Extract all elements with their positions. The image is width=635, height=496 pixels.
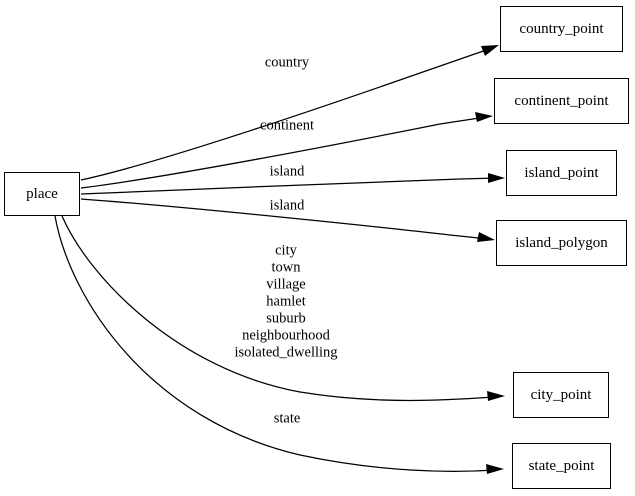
edge-label-place-country_point: country [264,54,310,71]
edge-line-place-continent_point [80,116,487,189]
node-city_point[interactable]: city_point [513,372,609,418]
edge-line-place-island_polygon [80,198,489,240]
edge-label-place-island_point: island [269,163,305,180]
arrowhead-icon-place-state_point [486,464,504,474]
edge-place-city_point [61,215,505,402]
node-place[interactable]: place [4,172,80,216]
edge-line-place-state_point [54,215,496,472]
arrowhead-icon-place-city_point [487,391,505,401]
arrowhead-icon-place-continent_point [475,112,493,122]
edge-label-place-continent_point: continent [260,117,314,134]
node-label-continent_point: continent_point [514,92,609,109]
edge-place-island_polygon [80,198,495,242]
edge-place-state_point [54,215,504,474]
arrowhead-icon-place-country_point [481,45,499,56]
node-state_point[interactable]: state_point [512,443,611,489]
node-label-country_point: country_point [519,20,604,37]
node-label-state_point: state_point [528,457,595,474]
node-label-island_point: island_point [524,164,599,181]
arrowhead-icon-place-island_point [488,173,505,183]
edge-label-place-city_point: city town village hamlet suburb neighbou… [234,242,338,361]
edge-line-place-island_point [80,177,499,195]
edge-place-continent_point [80,112,493,189]
edge-label-place-state_point: state [273,410,301,427]
node-label-city_point: city_point [530,386,592,403]
edge-label-place-island_polygon: island [269,197,305,214]
node-island_point[interactable]: island_point [506,150,617,196]
edge-place-island_point [80,173,505,195]
edge-line-place-country_point [80,47,493,181]
node-continent_point[interactable]: continent_point [494,78,629,124]
node-island_polygon[interactable]: island_polygon [496,220,627,266]
node-country_point[interactable]: country_point [500,6,623,52]
edge-place-country_point [80,45,499,181]
node-label-island_polygon: island_polygon [515,234,608,251]
edge-line-place-city_point [61,215,496,402]
arrowhead-icon-place-island_polygon [477,232,495,242]
node-label-place: place [26,185,58,202]
